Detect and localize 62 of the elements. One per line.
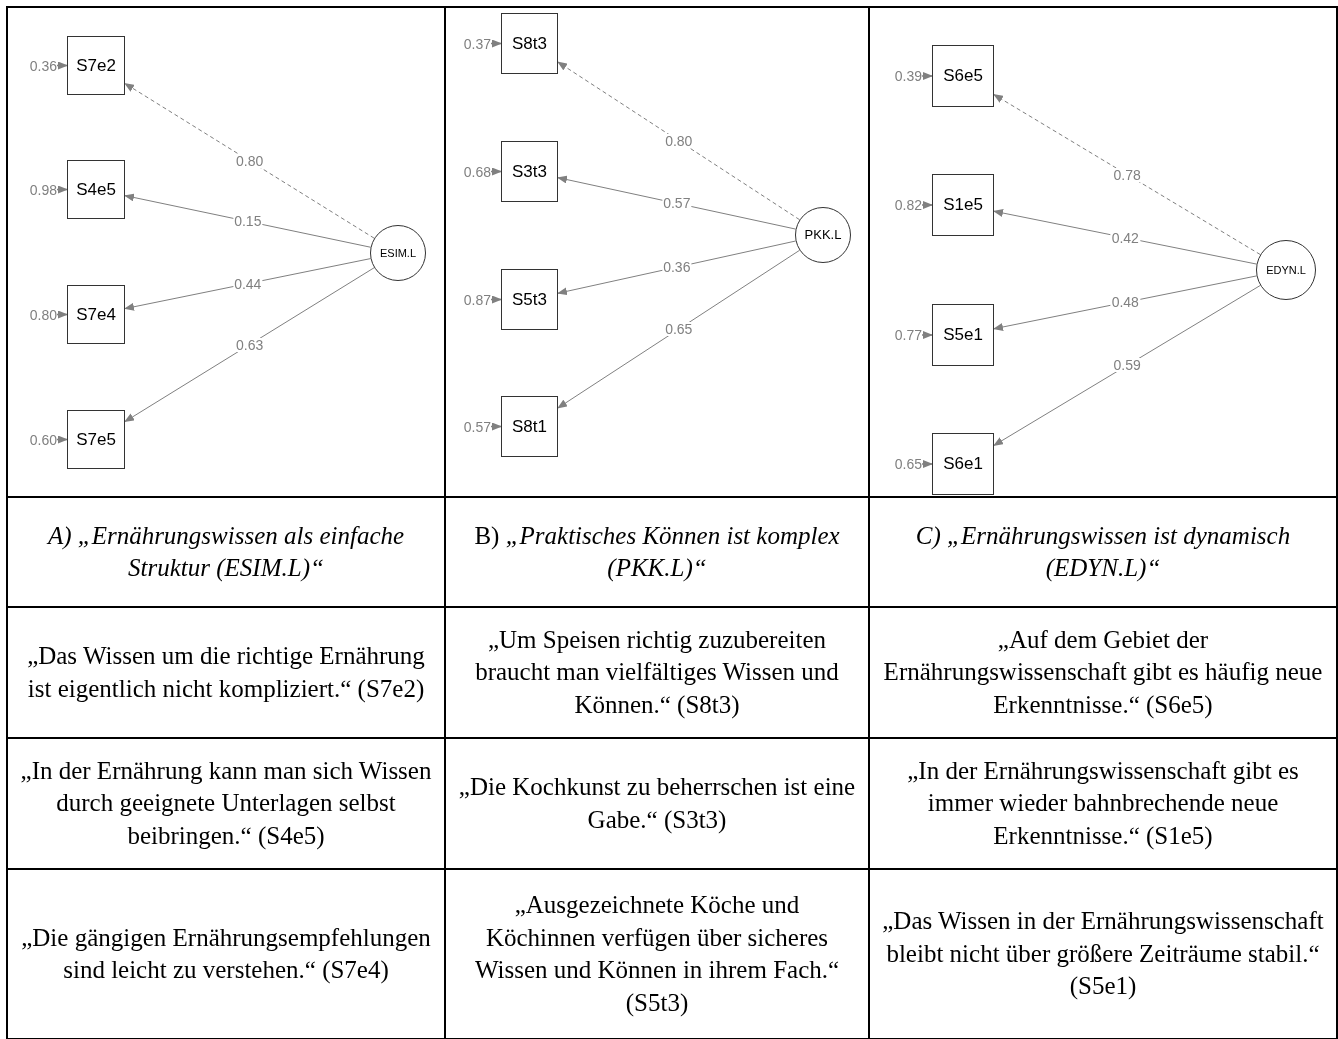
arrow [557, 61, 801, 221]
arrow [56, 310, 68, 319]
caption-text: A) „Ernährungswissen als einfache Struktur (ESIM.L)“ [45, 520, 406, 584]
residual-value: 0.65 [886, 455, 922, 473]
residual-value: 0.37 [455, 34, 491, 53]
caption-text: B) „Praktisches Können ist komplex (PKK.L)“ [473, 520, 841, 584]
arrow [490, 167, 502, 176]
residual-value: 0.87 [455, 290, 491, 309]
item-text: „Die Kochkunst zu beherrschen ist eine Gabe.“ (S3t3) [458, 772, 856, 836]
indicator-box: S8t1 [501, 396, 558, 457]
residual-value: 0.77 [886, 326, 922, 344]
edge-label: 0.36 [662, 260, 692, 275]
arrow [921, 331, 933, 339]
arrow [490, 422, 502, 431]
residual-value: 0.68 [455, 162, 491, 181]
arrow [56, 61, 68, 70]
arrow [993, 94, 1261, 256]
indicator-box: S5e1 [932, 304, 994, 366]
arrow [124, 267, 375, 423]
indicator-box: S3t3 [501, 141, 558, 202]
edge-label: 0.15 [233, 214, 263, 229]
indicator-box: S1e5 [932, 174, 994, 236]
edge-label: 0.65 [664, 322, 694, 337]
item-text: „Auf dem Gebiet der Ernährungswissenschaft gibt es häufig neue Erkenntnisse.“ (S6e5) [882, 624, 1324, 721]
item-text: „In der Ernährungswissenschaft gibt es immer wieder bahnbrechende neue Erkenntnisse.“ (S1e5) [906, 755, 1300, 852]
arrow [921, 201, 933, 209]
residual-value: 0.36 [21, 56, 57, 75]
arrow [490, 39, 502, 48]
arrow [56, 185, 68, 194]
item-text: „Das Wissen in der Ernährungswissenschaft bleibt nicht über größere Zeiträume stabil.“ (S5e1) [882, 906, 1324, 1002]
caption-text: C) „Ernährungswissen ist dynamisch (EDYN.L)“ [914, 520, 1292, 583]
arrow [124, 83, 375, 239]
indicator-box: S7e4 [67, 285, 125, 344]
residual-value: 0.98 [21, 180, 57, 199]
arrow [557, 249, 801, 409]
residual-value: 0.60 [21, 430, 57, 449]
item-text: „Ausgezeichnete Köche und Köchinnen verfügen über sicheres Wissen und Können in ihrem Fach.“ (S5t3) [473, 890, 841, 1018]
arrow [921, 460, 933, 468]
residual-value: 0.57 [455, 417, 491, 436]
edge-label: 0.59 [1112, 358, 1142, 373]
edge-label: 0.48 [1110, 295, 1140, 310]
arrow [993, 275, 1258, 331]
residual-value: 0.80 [21, 305, 57, 324]
arrow [993, 209, 1258, 265]
indicator-box: S6e1 [932, 433, 994, 495]
indicator-box: S7e2 [67, 36, 125, 95]
item-text: „Um Speisen richtig zuzubereiten braucht man vielfältiges Wissen und Können.“ (S8t3) [474, 624, 840, 721]
indicator-box: S6e5 [932, 45, 994, 107]
indicator-box: S4e5 [67, 160, 125, 219]
arrow [490, 295, 502, 304]
indicator-box: S5t3 [501, 269, 558, 330]
indicator-box: S8t3 [501, 13, 558, 74]
indicator-box: S7e5 [67, 410, 125, 469]
arrow [921, 72, 933, 80]
item-text: „Das Wissen um die richtige Ernährung ist eigentlich nicht kompliziert.“ (S7e2) [26, 641, 426, 705]
edge-label: 0.57 [662, 196, 692, 211]
arrow [56, 435, 68, 444]
item-text: „Die gängigen Ernährungsempfehlungen sind leicht zu verstehen.“ (S7e4) [20, 922, 432, 986]
residual-value: 0.39 [886, 67, 922, 85]
item-text: „In der Ernährung kann man sich Wissen durch geeignete Unterlagen selbst beibringen.“ (S4e5) [20, 755, 432, 852]
arrow [993, 284, 1261, 446]
residual-value: 0.82 [886, 196, 922, 214]
